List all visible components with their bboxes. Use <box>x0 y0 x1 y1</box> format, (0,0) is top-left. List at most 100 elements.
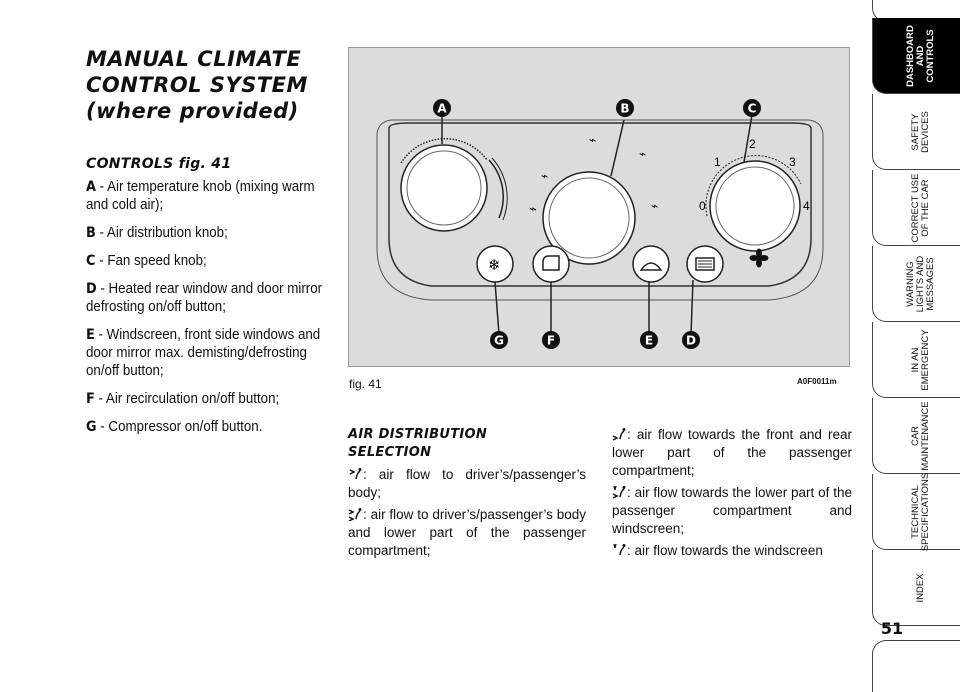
svg-text:D: D <box>686 334 696 348</box>
control-key: G <box>86 419 97 435</box>
air-distribution-section: AIR DISTRIBUTION SELECTION : air flow to… <box>348 426 586 564</box>
fan-scale-3: 3 <box>789 155 796 169</box>
page-number: 51 <box>880 619 904 638</box>
tab-line: INDEX <box>915 573 926 603</box>
svg-text:B: B <box>620 102 629 116</box>
control-key: E <box>86 327 95 343</box>
knob-a <box>400 115 508 232</box>
control-item-g: G - Compressor on/off button. <box>86 418 327 436</box>
callout-a: A <box>433 99 451 117</box>
tab-line: DEVICES <box>920 111 931 153</box>
air-item-5: : air flow towards the windscreen <box>612 542 852 560</box>
air-item-1: : air flow to driver’s/passenger’s body; <box>348 466 586 502</box>
heading-line-2: SELECTION <box>348 445 432 460</box>
tab-index[interactable]: INDEX <box>872 550 960 626</box>
control-item-f: F - Air recirculation on/off button; <box>86 390 327 408</box>
control-item-d: D - Heated rear window and door mirror d… <box>86 280 327 316</box>
windscreen-icon <box>613 543 626 556</box>
knob-c: 0 1 2 3 4 <box>699 114 810 268</box>
tab-line: MAINTENANCE <box>920 401 931 471</box>
callout-e: E <box>640 331 658 349</box>
svg-text:⌁: ⌁ <box>589 133 596 147</box>
control-key: D <box>86 281 97 297</box>
callout-d: D <box>682 331 700 349</box>
panel-outline <box>388 122 812 287</box>
title-line-3: (where provided) <box>86 99 299 123</box>
control-key: A <box>86 179 96 195</box>
button-f <box>532 245 570 334</box>
svg-text:A: A <box>437 102 447 116</box>
svg-text:G: G <box>494 334 504 348</box>
control-key: F <box>86 391 95 407</box>
air-distribution-heading: AIR DISTRIBUTION SELECTION <box>348 426 586 462</box>
air-item-text: : air flow towards the lower part of the… <box>612 485 852 536</box>
control-item-c: C - Fan speed knob; <box>86 252 327 270</box>
control-item-e: E - Windscreen, front side windows and d… <box>86 326 327 380</box>
heading-line-1: AIR DISTRIBUTION <box>348 427 488 442</box>
sidebar-bottom-edge <box>872 640 960 692</box>
knob-b: ⌁ ⌁ ⌁ ⌁ ⌁ <box>529 119 658 265</box>
page-title: MANUAL CLIMATE CONTROL SYSTEM (where pro… <box>86 46 336 124</box>
air-item-4: : air flow towards the lower part of the… <box>612 484 852 538</box>
face-feet-icon <box>348 508 362 521</box>
tab-line: OF THE CAR <box>920 179 931 237</box>
air-item-text: : air flow towards the front and rear lo… <box>612 427 852 478</box>
svg-text:C: C <box>748 102 757 116</box>
svg-text:⌁: ⌁ <box>529 202 537 217</box>
svg-text:F: F <box>547 334 555 348</box>
air-item-text: : air flow towards the windscreen <box>627 543 823 558</box>
title-line-1: MANUAL CLIMATE <box>86 47 302 71</box>
callout-c: C <box>743 99 761 117</box>
svg-text:E: E <box>645 334 653 348</box>
control-text: - Heated rear window and door mirror def… <box>86 281 323 315</box>
control-key: B <box>86 225 96 241</box>
control-text: - Compressor on/off button. <box>96 419 263 435</box>
control-text: - Air distribution knob; <box>95 225 228 241</box>
tab-line: MESSAGES <box>925 257 936 311</box>
climate-panel-illustration: ⌁ ⌁ ⌁ ⌁ ⌁ 0 1 2 3 4 <box>376 99 824 349</box>
tab-line: SPECIFICATIONS <box>920 472 931 552</box>
controls-section: CONTROLS fig. 41 A - Air temperature kno… <box>86 156 328 446</box>
control-item-b: B - Air distribution knob; <box>86 224 327 242</box>
svg-text:❄: ❄ <box>488 256 501 274</box>
svg-text:⌁: ⌁ <box>541 169 548 183</box>
air-distribution-continued: : air flow towards the front and rear lo… <box>612 426 852 564</box>
fan-scale-1: 1 <box>714 155 721 169</box>
control-text: - Air temperature knob (mixing warm and … <box>86 179 315 213</box>
callout-g: G <box>490 331 508 349</box>
svg-text:⌁: ⌁ <box>651 199 658 213</box>
control-text: - Fan speed knob; <box>95 253 207 269</box>
callout-b: B <box>616 99 634 117</box>
air-item-2: : air flow to driver’s/passenger’s body … <box>348 506 586 560</box>
button-g: ❄ <box>476 245 514 335</box>
tab-line: CONTROLS <box>925 29 936 83</box>
title-line-2: CONTROL SYSTEM <box>86 73 308 97</box>
fan-scale-0: 0 <box>699 199 706 213</box>
fan-scale-4: 4 <box>803 199 810 213</box>
face-vent-icon <box>349 468 362 480</box>
feet-icon <box>612 428 626 441</box>
fan-scale-2: 2 <box>749 137 756 151</box>
air-item-3: : air flow towards the front and rear lo… <box>612 426 852 480</box>
figure-caption: fig. 41 <box>349 377 382 391</box>
control-text: - Air recirculation on/off button; <box>94 391 280 407</box>
figure-code: A0F0011m <box>797 377 837 386</box>
control-item-a: A - Air temperature knob (mixing warm an… <box>86 178 327 214</box>
climate-control-figure: ⌁ ⌁ ⌁ ⌁ ⌁ 0 1 2 3 4 <box>348 47 850 367</box>
callout-f: F <box>542 331 560 349</box>
air-item-text: : air flow to driver’s/passenger’s body … <box>348 507 586 558</box>
air-item-text: : air flow to driver’s/passenger’s body; <box>348 467 586 500</box>
button-d <box>686 245 724 335</box>
button-e <box>632 245 670 334</box>
panel-outer-outline <box>376 119 824 301</box>
control-key: C <box>86 253 96 269</box>
tab-line: EMERGENCY <box>920 329 931 391</box>
